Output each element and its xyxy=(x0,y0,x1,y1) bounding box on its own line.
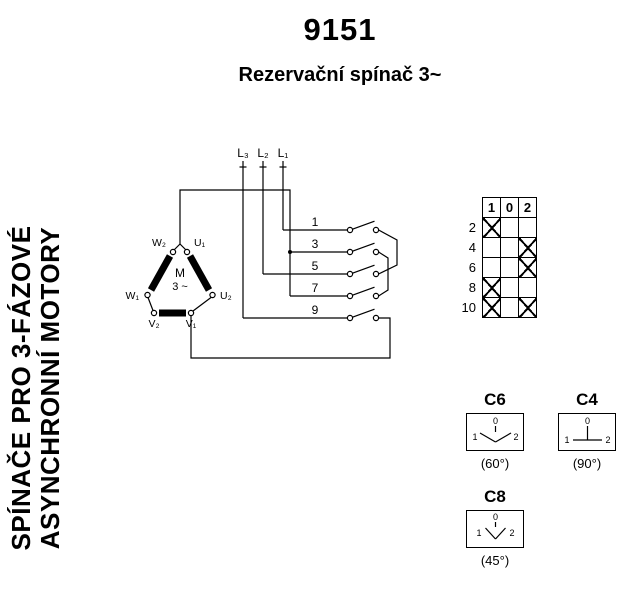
position-label-0: 0 xyxy=(492,416,497,426)
position-label-1: 1 xyxy=(472,432,477,442)
handle-positions-box: 0 1 2 xyxy=(558,413,616,451)
table-row: 2 xyxy=(452,217,537,238)
position-label-2: 2 xyxy=(513,432,518,442)
motor-symbol xyxy=(144,243,216,317)
switch-contacts xyxy=(346,220,380,322)
table-row: 8 xyxy=(452,277,537,298)
contact-label: 10 xyxy=(461,300,476,315)
page-subtitle: Rezervační spínač 3~ xyxy=(238,64,442,86)
schematic-labels: L₃ L₂ L₁ 1 3 5 7 9 W₂ U₁ W₁ U₂ V₂ V₁ M 3… xyxy=(126,146,319,330)
positions-60deg-icon: 0 1 2 xyxy=(472,416,518,443)
table-corner xyxy=(452,198,483,218)
output-jumpers xyxy=(190,229,398,359)
handle-angle: (45°) xyxy=(480,553,510,568)
handle-angle: (90°) xyxy=(572,456,602,471)
contact-number-1: 1 xyxy=(312,215,319,229)
state-cell xyxy=(482,257,501,278)
contact-label: 6 xyxy=(468,260,476,275)
state-cell xyxy=(500,277,519,298)
state-cell xyxy=(500,217,519,238)
positions-45deg-icon: 0 1 2 xyxy=(476,512,514,540)
side-vertical-text: SPÍNAČE PRO 3-FÁZOVÉ ASYNCHRONNÍ MOTORY xyxy=(6,185,65,591)
handle-diagram-c8: C8 0 1 2 (45°) xyxy=(459,487,531,568)
handle-code: C4 xyxy=(576,390,598,409)
motor-label-phase: 3 ~ xyxy=(172,281,188,293)
state-cell xyxy=(518,257,537,278)
wiring-diagram: L₃ L₂ L₁ 1 3 5 7 9 W₂ U₁ W₁ U₂ V₂ V₁ M 3… xyxy=(126,146,398,359)
junction-dot xyxy=(288,250,292,254)
handle-diagram-c4: C4 0 1 2 (90°) xyxy=(551,390,623,471)
page-title: 9151 xyxy=(303,12,377,47)
phase-lines xyxy=(239,161,287,318)
position-header-0: 0 xyxy=(500,197,519,218)
position-label-2: 2 xyxy=(509,528,514,538)
handle-diagram-c6: C6 0 1 2 (60°) xyxy=(459,390,531,471)
contact-row-lines xyxy=(243,229,347,319)
state-cell xyxy=(518,297,537,318)
terminal-label-w1: W₁ xyxy=(126,290,140,302)
state-cell xyxy=(518,277,537,298)
side-text-line2: ASYNCHRONNÍ MOTORY xyxy=(35,226,65,550)
handle-angle: (60°) xyxy=(480,456,510,471)
positions-90deg-icon: 0 1 2 xyxy=(564,416,610,445)
position-label-1: 1 xyxy=(476,528,481,538)
position-label-2: 2 xyxy=(605,435,610,445)
state-cell xyxy=(500,237,519,258)
table-row: 10 xyxy=(452,297,537,318)
state-cell xyxy=(518,237,537,258)
phase-label-l1: L₁ xyxy=(278,146,289,160)
terminal-label-u2: U₂ xyxy=(220,290,232,302)
contact-number-9: 9 xyxy=(312,303,319,317)
position-header-1: 1 xyxy=(482,197,501,218)
state-cell xyxy=(482,277,501,298)
handle-code: C8 xyxy=(484,487,506,506)
position-header-2: 2 xyxy=(518,197,537,218)
handle-positions-box: 0 1 2 xyxy=(466,510,524,548)
phase-label-l3: L₃ xyxy=(237,146,249,160)
state-cell xyxy=(518,217,537,238)
terminal-label-w2: W₂ xyxy=(152,237,166,249)
state-cell xyxy=(500,297,519,318)
motor-label-m: M xyxy=(175,266,185,280)
table-row: 6 xyxy=(452,257,537,278)
terminal-label-u1: U₁ xyxy=(194,237,206,249)
state-cell xyxy=(500,257,519,278)
table-header-row: 1 0 2 xyxy=(452,197,537,218)
state-cell xyxy=(482,217,501,238)
table-row: 4 xyxy=(452,237,537,258)
handle-positions-box: 0 1 2 xyxy=(466,413,524,451)
position-label-0: 0 xyxy=(584,416,589,426)
terminal-label-v2: V₂ xyxy=(148,318,159,330)
contact-label: 4 xyxy=(468,240,476,255)
contact-state-table: 1 0 2 2 4 6 8 10 xyxy=(452,197,537,318)
terminal-label-v1: V₁ xyxy=(186,318,197,330)
contact-label: 2 xyxy=(468,220,476,235)
contact-label: 8 xyxy=(468,280,476,295)
contact-number-5: 5 xyxy=(312,259,319,273)
side-text-line1: SPÍNAČE PRO 3-FÁZOVÉ xyxy=(6,225,36,551)
motor-feeder-line xyxy=(179,189,291,296)
state-cell xyxy=(482,237,501,258)
contact-number-3: 3 xyxy=(312,237,319,251)
handle-code: C6 xyxy=(484,390,506,409)
position-label-0: 0 xyxy=(492,512,497,522)
phase-label-l2: L₂ xyxy=(257,146,269,160)
contact-number-7: 7 xyxy=(312,281,319,295)
position-label-1: 1 xyxy=(564,435,569,445)
state-cell xyxy=(482,297,501,318)
